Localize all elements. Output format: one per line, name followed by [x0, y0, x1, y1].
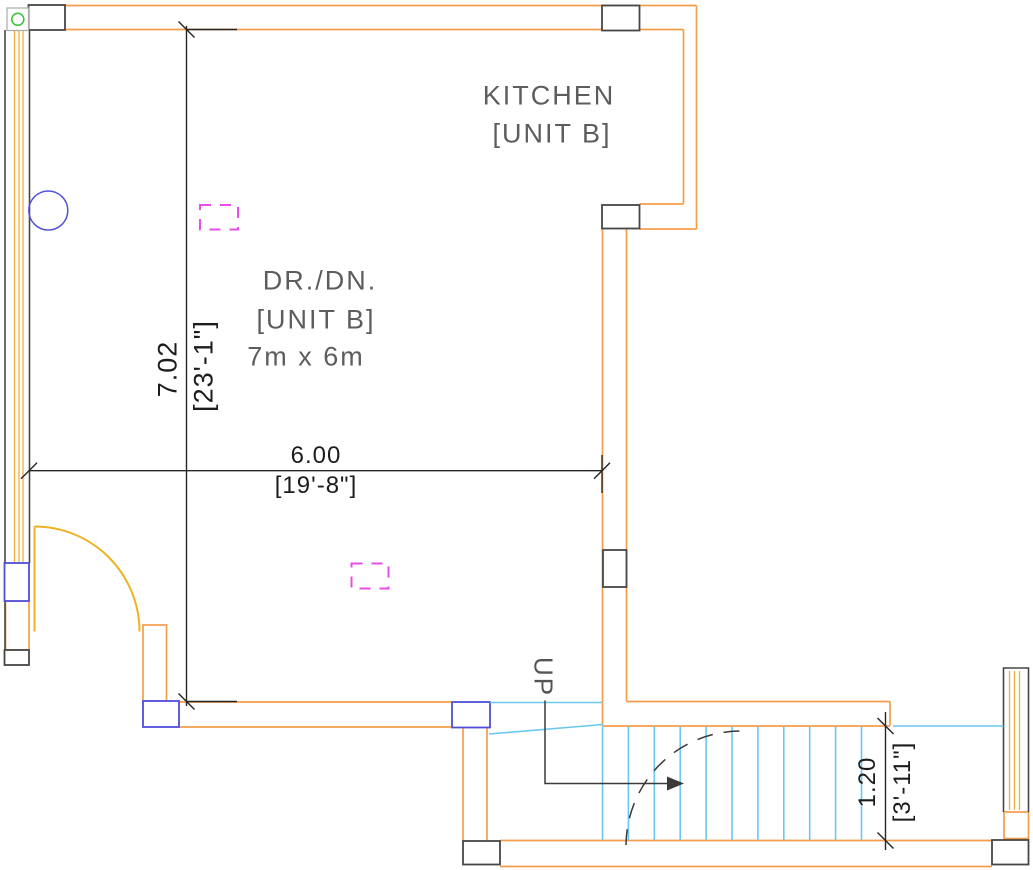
column: [601, 204, 641, 230]
dimension-room-width: [20, 455, 611, 493]
stair-break-line: [488, 723, 604, 735]
corner-marker: [6, 7, 30, 32]
wall-left-panel: [4, 600, 30, 651]
blue-column: [142, 700, 180, 728]
column: [27, 4, 66, 31]
blue-markers: [3, 562, 491, 729]
kitchen-unit-label: [UNIT B]: [492, 118, 612, 149]
column: [601, 4, 641, 32]
wall-door-stub: [142, 624, 168, 702]
dim-height-meters: 7.02: [152, 340, 183, 398]
right-window-glazing: [1008, 671, 1021, 810]
columns: [3, 4, 1030, 866]
right-window-frame: [1002, 667, 1030, 812]
left-window: [4, 30, 31, 650]
walk-line-dashed-arc: [625, 730, 743, 846]
up-direction-path: [544, 700, 743, 846]
up-path-line: [544, 700, 674, 785]
ceiling-fixtures: [199, 204, 390, 590]
dim-tick: [877, 717, 894, 735]
dining-unit-label: [UNIT B]: [256, 304, 376, 335]
dim-tick: [877, 832, 894, 849]
door-swing-arc: [34, 525, 141, 632]
blue-column: [3, 562, 30, 602]
dining-label: DR./DN.: [262, 265, 378, 296]
dimension-stair-width: [877, 712, 894, 850]
fixture-dashed-rect: [350, 562, 390, 590]
corner-marker-box: [6, 7, 30, 32]
right-window: [1002, 667, 1030, 812]
blue-column: [451, 701, 491, 729]
dim-stair-meters: 1.20: [854, 756, 881, 808]
dim-height-feet: [23'-1"]: [188, 320, 219, 412]
left-window-glazing: [13, 30, 24, 562]
fixture-dashed-rect: [199, 204, 239, 231]
up-arrowhead-icon: [667, 776, 684, 791]
dining-size-label: 7m x 6m: [247, 341, 365, 372]
column: [462, 840, 501, 866]
green-circle-icon: [10, 12, 25, 27]
dim-stair-feet: [3'-11"]: [889, 741, 916, 823]
dimensions: [20, 21, 894, 850]
blue-circle-marker: [28, 190, 69, 231]
column: [3, 649, 30, 666]
door: [33, 525, 141, 632]
kitchen-label: KITCHEN: [482, 80, 616, 111]
wall-right-panel: [1003, 811, 1030, 840]
dim-width-feet: [19'-8"]: [274, 472, 358, 499]
stairs: [488, 701, 1004, 840]
dim-tick: [20, 462, 38, 480]
up-label: UP: [528, 656, 559, 698]
column: [991, 839, 1030, 866]
column: [602, 549, 628, 588]
dimension-room-height: [178, 21, 237, 710]
dim-width-meters: 6.00: [290, 442, 342, 469]
